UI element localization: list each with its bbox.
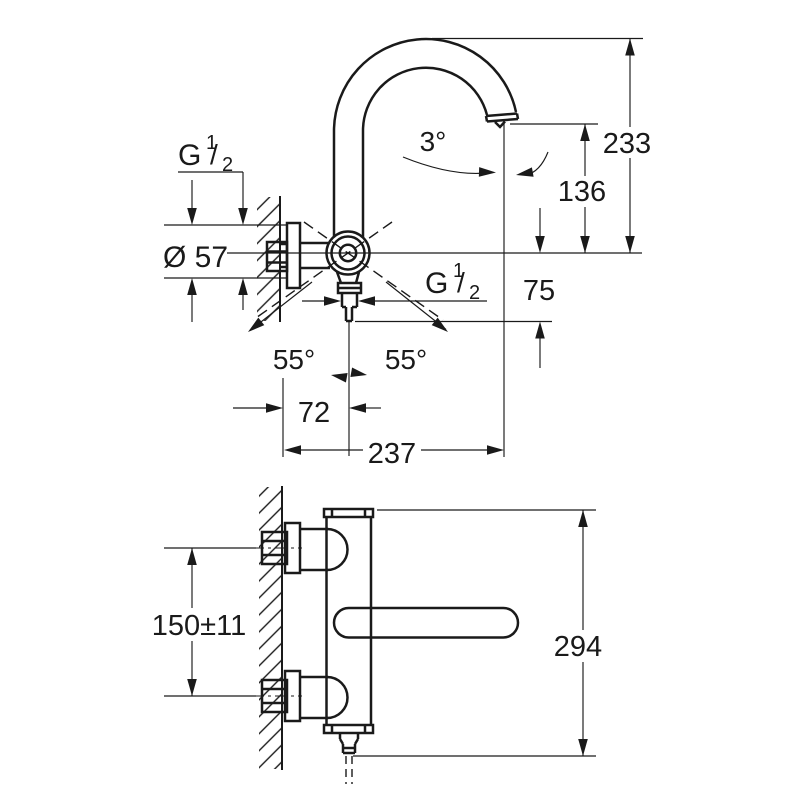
- reach-label: 237: [368, 438, 416, 470]
- body-top-cap: [322, 507, 375, 519]
- escutcheon-diameter-label: Ø 57: [163, 241, 228, 274]
- spout-drip-tip: [494, 120, 506, 129]
- shower-outlet: [338, 733, 360, 784]
- dim-reach: 237: [284, 121, 505, 470]
- spout-height-label: 136: [558, 176, 606, 208]
- valve-body: [325, 230, 371, 323]
- front-view: 150±11 294: [152, 486, 602, 784]
- escutcheon: [285, 221, 302, 290]
- dim-outlet-thread: G 1 / 2: [302, 260, 487, 306]
- dim-outlet-drop: 75: [355, 208, 555, 368]
- swivel-range: 55° 55°: [248, 221, 448, 456]
- spout-outline: [332, 37, 520, 238]
- wall-section-front: [259, 486, 283, 770]
- outlet-thread-label: G 1 / 2: [425, 260, 480, 304]
- dim-overall-height: 294: [353, 509, 602, 757]
- side-view: 55° 55° G 1 / 2 Ø 57: [163, 37, 651, 470]
- overall-height-label: 294: [554, 631, 602, 663]
- wall-thread-label: G 1 / 2: [178, 132, 233, 176]
- spout-angle-label: 3°: [420, 126, 447, 157]
- dim-wall-offset: 72: [233, 378, 381, 457]
- upper-connection: [252, 521, 349, 575]
- dim-spout-height: 136: [510, 123, 606, 253]
- wall-hatching: [257, 197, 280, 321]
- wall-offset-label: 72: [298, 397, 330, 429]
- body-bottom-cap: [322, 723, 375, 735]
- dim-total-height: 233: [432, 37, 651, 253]
- hex-nut: [265, 240, 289, 273]
- total-height-label: 233: [603, 128, 651, 160]
- dim-spout-angle: 3°: [402, 126, 549, 177]
- lower-connection: [252, 669, 349, 723]
- connection-centers-label: 150±11: [152, 610, 246, 642]
- wall-union: [265, 221, 330, 290]
- mixer-body: [322, 507, 520, 784]
- lever-handle: [332, 606, 520, 639]
- dim-wall-thread: G 1 / 2: [178, 132, 248, 310]
- dim-connection-centers: 150±11: [152, 547, 256, 697]
- outlet-drop-label: 75: [523, 275, 555, 307]
- dim-escutcheon-diameter: Ø 57: [163, 180, 287, 322]
- swivel-left-label: 55°: [273, 344, 315, 375]
- swivel-right-label: 55°: [385, 344, 427, 375]
- wall-hatching-front: [259, 487, 282, 769]
